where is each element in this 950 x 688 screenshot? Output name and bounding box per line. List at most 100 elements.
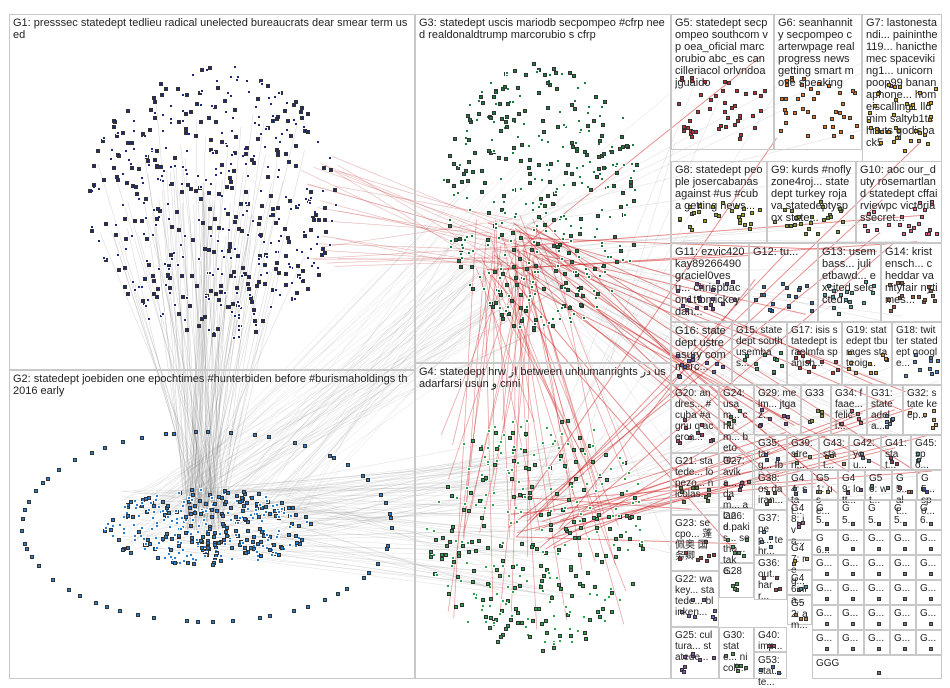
graph-node xyxy=(164,282,169,287)
graph-node xyxy=(303,514,308,519)
graph-node xyxy=(465,561,470,566)
graph-node xyxy=(304,197,309,202)
graph-node xyxy=(757,207,762,212)
graph-edge xyxy=(195,200,207,525)
graph-node xyxy=(189,274,194,279)
graph-node xyxy=(502,193,507,198)
graph-node xyxy=(91,183,96,188)
graph-node xyxy=(141,132,146,137)
graph-node xyxy=(186,561,191,566)
graph-node xyxy=(87,188,92,193)
graph-node xyxy=(628,183,633,188)
graph-edge xyxy=(487,222,706,286)
graph-node xyxy=(257,221,262,226)
graph-edge xyxy=(122,536,525,569)
graph-node xyxy=(838,206,843,211)
graph-node xyxy=(91,163,96,168)
graph-node xyxy=(552,67,557,72)
group-label: G3: statedept uscis mariodb secpompeo #c… xyxy=(419,17,665,41)
graph-node xyxy=(469,264,474,269)
graph-edge xyxy=(113,234,203,517)
graph-edge xyxy=(201,228,464,536)
graph-node xyxy=(220,193,225,198)
graph-edge xyxy=(285,495,501,569)
graph-node xyxy=(323,598,328,603)
graph-node xyxy=(682,129,687,134)
graph-node xyxy=(117,608,122,613)
graph-node xyxy=(365,477,370,482)
graph-node xyxy=(934,231,939,236)
small-group-box: G... xyxy=(916,605,942,630)
graph-node xyxy=(162,555,167,560)
graph-node xyxy=(299,109,304,114)
graph-node xyxy=(108,157,113,162)
graph-node xyxy=(195,284,200,289)
graph-node xyxy=(451,555,456,560)
graph-node xyxy=(191,237,196,242)
graph-node xyxy=(687,614,692,619)
graph-node xyxy=(542,322,547,327)
graph-node xyxy=(284,127,289,132)
graph-node xyxy=(255,97,260,102)
graph-node xyxy=(578,175,583,180)
graph-edge xyxy=(510,241,733,455)
graph-edge xyxy=(155,309,517,511)
graph-node xyxy=(495,591,500,596)
graph-node xyxy=(552,645,557,650)
graph-node xyxy=(277,515,282,520)
graph-node xyxy=(572,520,577,525)
graph-node xyxy=(921,487,926,492)
graph-node xyxy=(693,615,698,620)
graph-node xyxy=(539,563,544,568)
graph-node xyxy=(521,486,526,491)
graph-node xyxy=(815,231,820,236)
graph-node xyxy=(851,89,856,94)
graph-node xyxy=(508,521,513,526)
graph-node xyxy=(254,511,259,516)
graph-node xyxy=(771,302,776,307)
graph-edge xyxy=(231,198,459,499)
graph-node xyxy=(616,514,621,519)
graph-node xyxy=(683,426,688,431)
group-label: G40: imp... xyxy=(758,630,782,652)
graph-node xyxy=(544,619,549,624)
graph-node xyxy=(608,586,613,591)
graph-node xyxy=(284,195,289,200)
graph-node xyxy=(578,303,583,308)
graph-node xyxy=(216,192,221,197)
graph-node xyxy=(883,357,888,362)
graph-node xyxy=(154,223,159,228)
graph-node xyxy=(877,547,881,551)
graph-node xyxy=(831,125,836,130)
graph-node xyxy=(603,597,608,602)
graph-node xyxy=(257,515,262,519)
graph-node xyxy=(323,205,328,210)
graph-node xyxy=(867,361,872,366)
graph-node xyxy=(771,665,776,670)
group-label: G31: state adela... xyxy=(871,388,896,432)
graph-node xyxy=(565,162,570,167)
graph-node xyxy=(237,312,242,317)
graph-node xyxy=(597,138,602,143)
graph-node xyxy=(184,295,189,300)
graph-node xyxy=(230,545,235,550)
graph-node xyxy=(125,546,130,550)
graph-node xyxy=(602,269,607,274)
graph-node xyxy=(140,176,145,181)
graph-node xyxy=(812,115,817,120)
graph-node xyxy=(213,291,218,296)
group-label: G2: statedept joebiden one epochtimes #h… xyxy=(13,373,411,397)
graph-node xyxy=(334,202,339,207)
graph-node xyxy=(168,252,173,257)
graph-node xyxy=(611,514,616,519)
graph-node xyxy=(432,529,437,534)
graph-node xyxy=(569,172,574,177)
graph-edge xyxy=(253,442,561,501)
graph-node xyxy=(258,502,263,507)
graph-node xyxy=(710,615,715,620)
graph-node xyxy=(151,615,156,620)
graph-node xyxy=(478,274,483,279)
graph-node xyxy=(929,572,933,576)
graph-node xyxy=(189,552,194,557)
